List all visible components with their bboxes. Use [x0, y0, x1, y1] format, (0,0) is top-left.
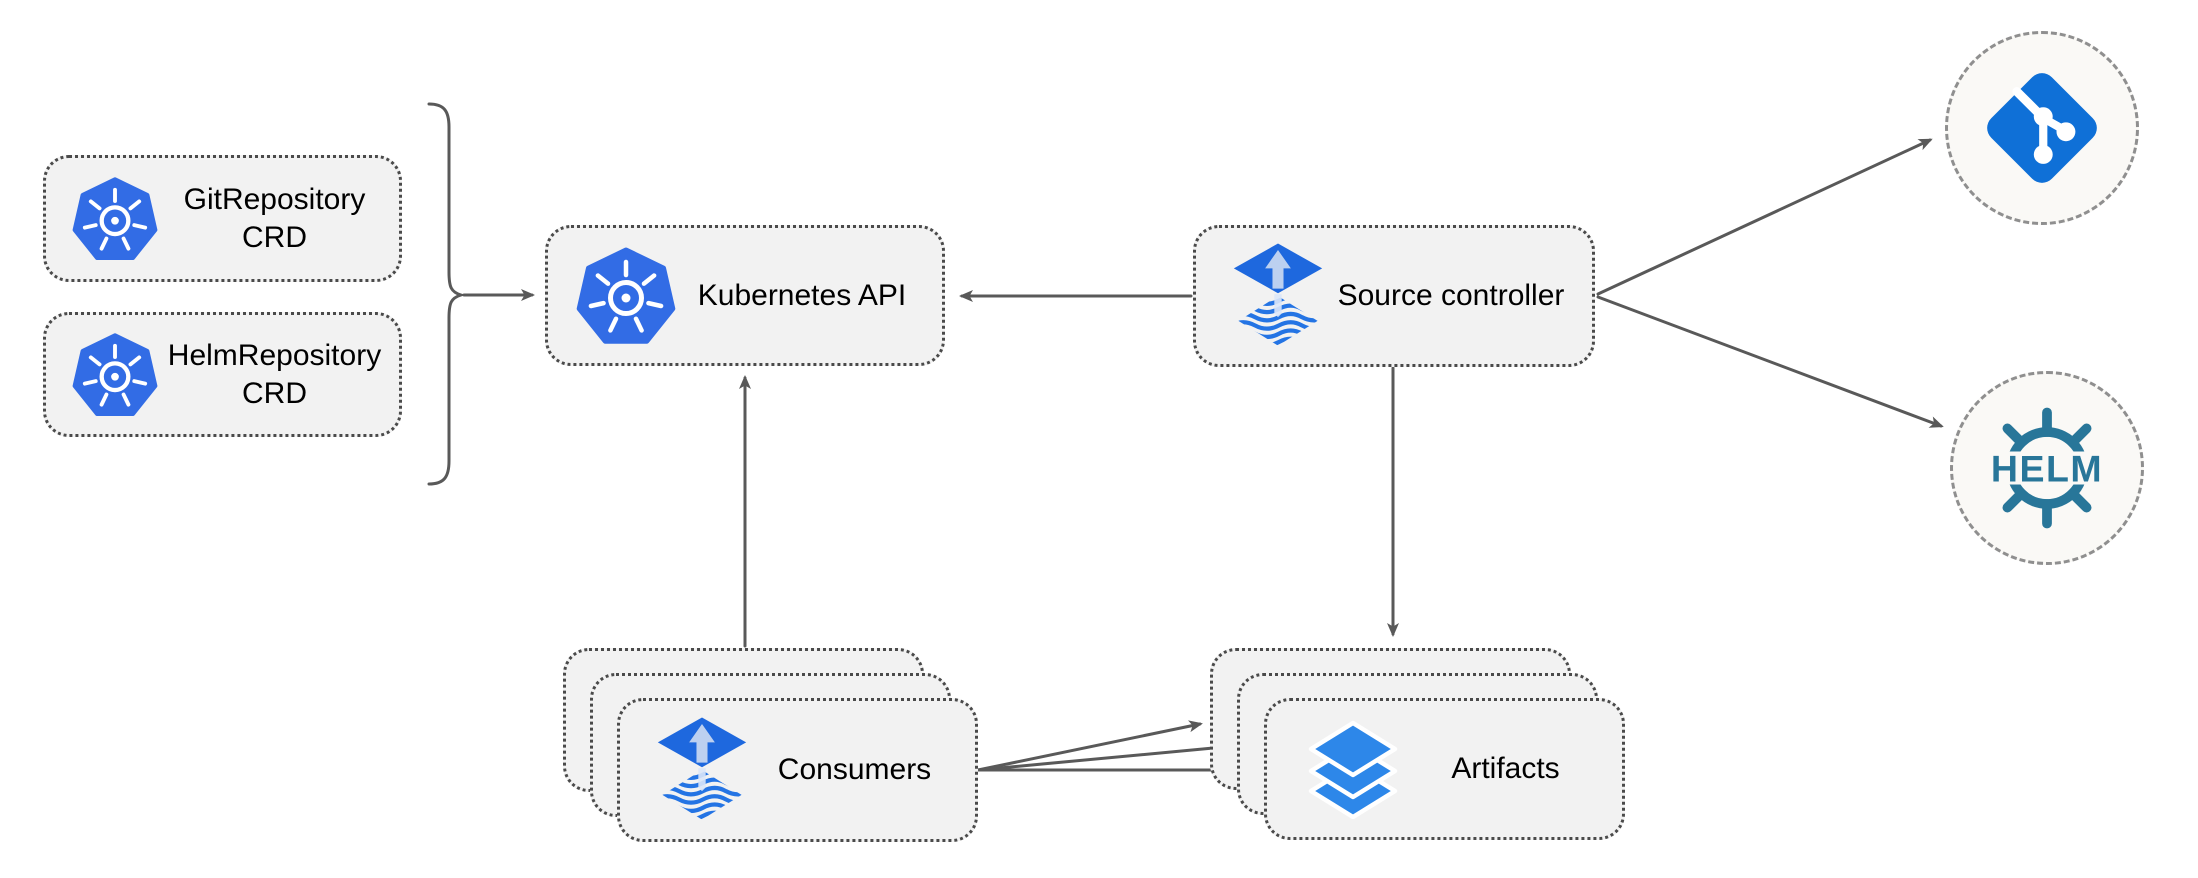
stack-consumers: Consumers — [563, 648, 978, 842]
crd-group-brace — [427, 102, 467, 486]
layers-icon — [1303, 719, 1403, 819]
node-kubernetes-api: Kubernetes API — [545, 225, 945, 366]
stack-artifacts: Artifacts — [1210, 648, 1625, 840]
edge-consumers-to-artifacts-back — [976, 720, 1203, 772]
node-consumers: Consumers — [617, 698, 978, 842]
flux-icon — [656, 713, 748, 827]
flux-icon — [1232, 239, 1324, 353]
node-label: Artifacts — [1451, 752, 1560, 786]
edge-source-to-helm — [1596, 295, 1944, 428]
helm-wordmark: HELM — [1991, 448, 2103, 490]
edge-source-to-git — [1596, 138, 1933, 296]
node-label: HelmRepository CRD — [167, 339, 382, 410]
helm-icon: HELM — [1972, 393, 2122, 543]
node-gitrepository-crd: GitRepository CRD — [43, 155, 402, 282]
kubernetes-icon — [72, 176, 158, 262]
node-git-endpoint — [1945, 31, 2139, 225]
node-helm-endpoint: HELM — [1950, 371, 2144, 565]
node-helmrepository-crd: HelmRepository CRD — [43, 312, 402, 437]
git-icon — [1979, 65, 2105, 191]
kubernetes-icon — [576, 246, 676, 346]
node-artifacts: Artifacts — [1264, 698, 1625, 840]
node-label: Kubernetes API — [697, 278, 907, 312]
node-label: Source controller — [1337, 279, 1565, 313]
kubernetes-icon — [72, 332, 158, 418]
node-label: Consumers — [777, 753, 932, 787]
edge-consumers-to-artifacts-mid — [976, 742, 1227, 772]
node-source-controller: Source controller — [1193, 225, 1595, 367]
node-label: GitRepository CRD — [183, 183, 366, 254]
